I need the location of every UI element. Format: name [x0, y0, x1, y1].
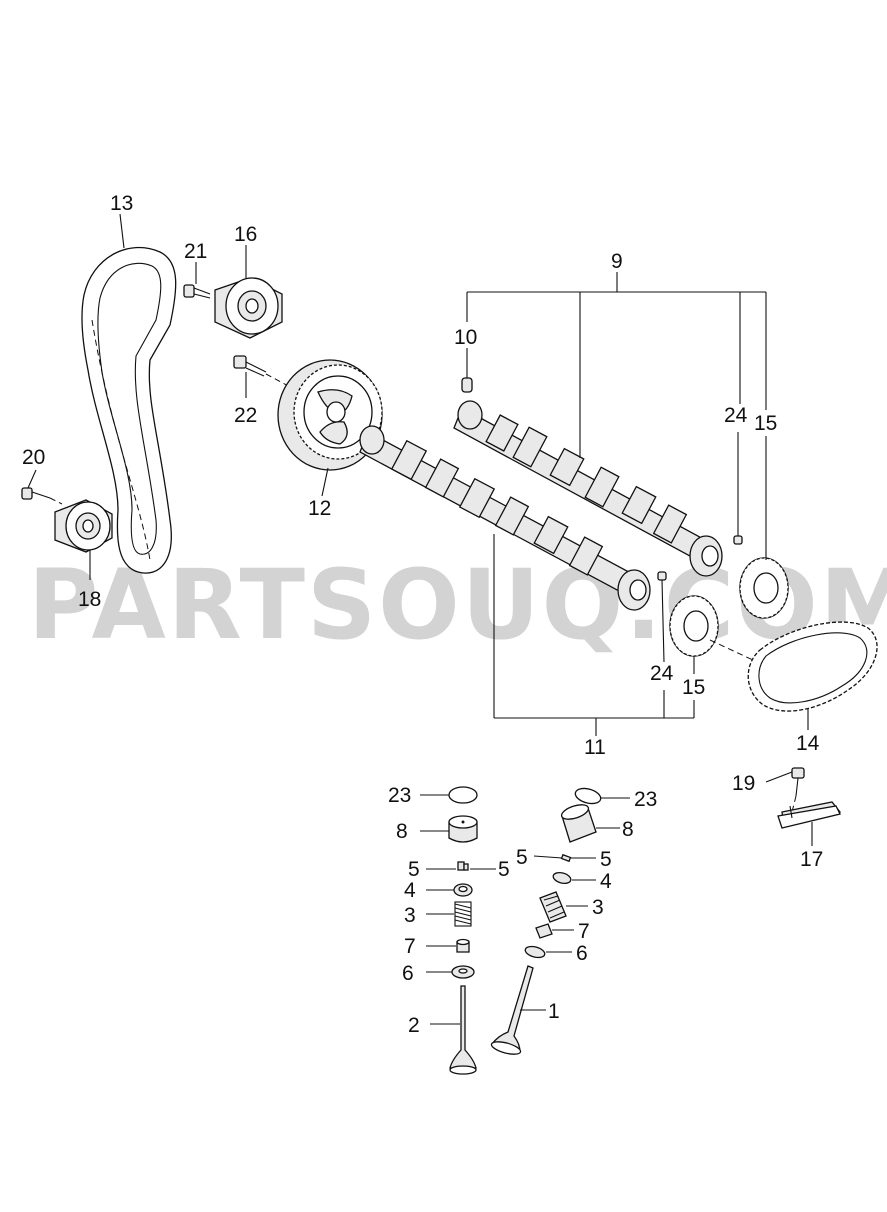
callout-5-left-b[interactable]: 5 — [498, 858, 510, 881]
callout-4-left[interactable]: 4 — [404, 879, 416, 902]
callout-11[interactable]: 11 — [584, 736, 606, 759]
callout-7-left[interactable]: 7 — [404, 935, 416, 958]
dowel-pin-10[interactable] — [461, 377, 473, 393]
callout-12[interactable]: 12 — [308, 497, 331, 520]
key-24-lower[interactable] — [657, 571, 667, 581]
callout-21[interactable]: 21 — [184, 240, 207, 263]
callout-13[interactable]: 13 — [110, 192, 133, 215]
callout-16[interactable]: 16 — [234, 223, 257, 246]
chain-guide-17[interactable] — [777, 801, 842, 829]
sprocket-15-upper[interactable] — [739, 557, 789, 619]
callout-19[interactable]: 19 — [732, 772, 755, 795]
retainer-4-right[interactable] — [552, 871, 572, 885]
callout-5-right-b[interactable]: 5 — [600, 848, 612, 871]
camshaft-9[interactable] — [453, 400, 723, 577]
cotter-5-left[interactable] — [457, 861, 469, 871]
valve-1[interactable] — [490, 965, 534, 1057]
tensioner-pulley-18[interactable] — [54, 499, 113, 553]
seal-7-right[interactable] — [535, 923, 553, 939]
callout-labels: 13 21 16 22 20 18 12 10 9 24 15 24 15 11… — [22, 192, 823, 1037]
callout-6-right[interactable]: 6 — [576, 942, 588, 965]
callout-7-right[interactable]: 7 — [578, 920, 590, 943]
callout-8-right[interactable]: 8 — [622, 818, 634, 841]
timing-chain-14[interactable] — [747, 621, 878, 712]
callout-20[interactable]: 20 — [22, 446, 45, 469]
callout-17[interactable]: 17 — [800, 848, 823, 871]
sprocket-15-lower[interactable] — [669, 595, 719, 657]
idler-pulley-16[interactable] — [214, 277, 283, 339]
camshaft-11[interactable] — [359, 425, 651, 611]
callout-9[interactable]: 9 — [611, 250, 623, 273]
callout-22[interactable]: 22 — [234, 404, 257, 427]
callout-3-left[interactable]: 3 — [404, 904, 416, 927]
callout-4-right[interactable]: 4 — [600, 870, 612, 893]
spring-3-right[interactable] — [539, 891, 567, 923]
callout-6-left[interactable]: 6 — [402, 962, 414, 985]
timing-belt[interactable] — [81, 246, 177, 574]
key-24-upper[interactable] — [733, 535, 743, 545]
callout-23-right[interactable]: 23 — [634, 788, 657, 811]
callout-18[interactable]: 18 — [78, 588, 101, 611]
callout-10[interactable]: 10 — [454, 326, 477, 349]
bolt-21[interactable] — [183, 284, 211, 299]
callout-5-right-a[interactable]: 5 — [516, 846, 528, 869]
camshaft-pulley-12[interactable] — [277, 359, 383, 471]
callout-24-lower[interactable]: 24 — [650, 662, 674, 685]
tappet-8-left[interactable] — [448, 815, 478, 843]
valve-2[interactable] — [449, 985, 477, 1075]
callout-1[interactable]: 1 — [548, 1000, 560, 1023]
seat-6-left[interactable] — [451, 965, 475, 979]
bolt-22[interactable] — [233, 355, 293, 389]
bolt-20[interactable] — [21, 487, 63, 505]
seat-6-right[interactable] — [524, 945, 546, 960]
seal-7-left[interactable] — [456, 938, 470, 953]
callout-2[interactable]: 2 — [408, 1014, 420, 1037]
callout-23-left[interactable]: 23 — [388, 784, 411, 807]
callout-8-left[interactable]: 8 — [396, 820, 408, 843]
leader-lines — [27, 213, 813, 1025]
retainer-4-left[interactable] — [453, 883, 473, 897]
callout-15-lower[interactable]: 15 — [682, 676, 705, 699]
cotter-5-right[interactable] — [560, 853, 572, 863]
callout-24-upper[interactable]: 24 — [724, 404, 748, 427]
callout-14[interactable]: 14 — [796, 732, 820, 755]
bolt-19[interactable] — [791, 767, 805, 813]
spring-3-left[interactable] — [454, 901, 472, 927]
shim-23-right[interactable] — [574, 786, 603, 806]
tappet-8-right[interactable] — [560, 802, 597, 843]
callout-15-upper[interactable]: 15 — [754, 412, 777, 435]
shim-23-left[interactable] — [448, 786, 478, 804]
callout-5-left-a[interactable]: 5 — [408, 858, 420, 881]
callout-3-right[interactable]: 3 — [592, 896, 604, 919]
